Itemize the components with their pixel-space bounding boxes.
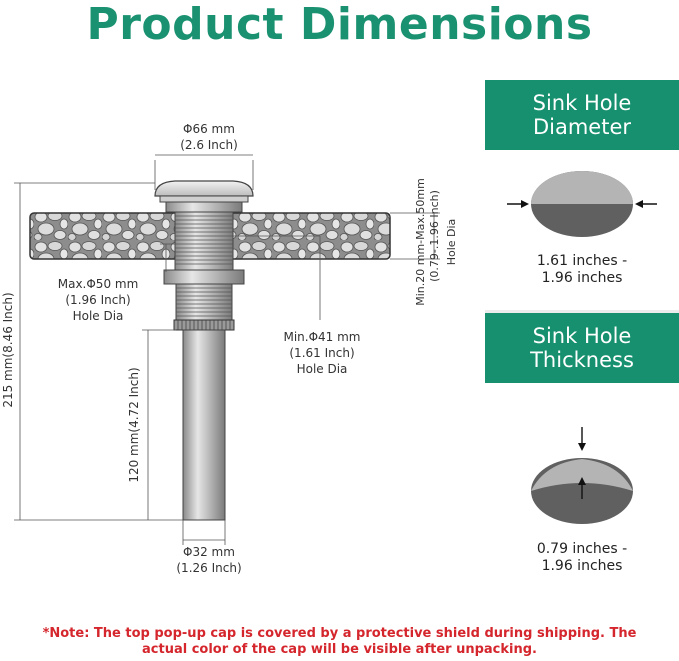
max-hole-dia-label: Hole Dia — [73, 309, 124, 323]
max-hole-inch-label: (1.96 Inch) — [65, 293, 130, 307]
hole-thickness-icon — [531, 427, 633, 524]
thickness-hole-dia-label: Hole Dia — [445, 219, 458, 266]
hole-diameter-header: Sink Hole Diameter — [485, 80, 679, 150]
thickness-range-inch-label: (0.79-.1.96 Inch) — [428, 190, 441, 282]
tail-diameter-inch-label: (1.26 Inch) — [176, 561, 241, 575]
hole-thickness-title-line2: Thickness — [530, 348, 634, 372]
min-hole-inch-label: (1.61 Inch) — [289, 346, 354, 360]
dimension-lines — [14, 154, 440, 545]
total-height-label: 215 mm(8.46 Inch) — [1, 292, 15, 407]
min-hole-dia-label: Hole Dia — [297, 362, 348, 376]
page-title: Product Dimensions — [86, 0, 593, 50]
min-hole-label: Min.Φ41 mm — [283, 330, 360, 344]
hole-diameter-value: 1.61 inches - 1.96 inches — [485, 253, 679, 287]
hole-thickness-value-line1: 0.79 inches - — [536, 541, 628, 557]
hole-diameter-title-line1: Sink Hole — [532, 91, 632, 115]
hole-diameter-icon — [507, 171, 657, 237]
hole-thickness-header: Sink Hole Thickness — [485, 313, 679, 383]
tail-height-label: 120 mm(4.72 Inch) — [127, 367, 141, 482]
hole-diameter-value-line1: 1.61 inches - — [536, 253, 628, 269]
shipping-note-line2: actual color of the cap will be visible … — [142, 642, 537, 657]
cap-diameter-inch-label: (2.6 Inch) — [180, 138, 238, 152]
drain-dimension-diagram: Φ66 mm (2.6 Inch) Max.Φ50 mm (1.96 Inch)… — [1, 122, 458, 575]
hole-diameter-value-line2: 1.96 inches — [541, 270, 623, 286]
hole-thickness-value-line2: 1.96 inches — [541, 558, 623, 574]
drain-body — [154, 180, 254, 521]
shipping-note-line1: *Note: The top pop-up cap is covered by … — [42, 626, 637, 641]
hole-thickness-value: 0.79 inches - 1.96 inches — [485, 541, 679, 575]
shipping-note: *Note: The top pop-up cap is covered by … — [0, 626, 679, 658]
tail-diameter-label: Φ32 mm — [183, 545, 235, 559]
hole-thickness-title-line1: Sink Hole — [532, 324, 632, 348]
cap-diameter-label: Φ66 mm — [183, 122, 235, 136]
thickness-range-label: Min.20 mm-Max.50mm — [414, 178, 427, 306]
hole-diameter-title-line2: Diameter — [532, 115, 632, 139]
max-hole-label: Max.Φ50 mm — [58, 277, 139, 291]
